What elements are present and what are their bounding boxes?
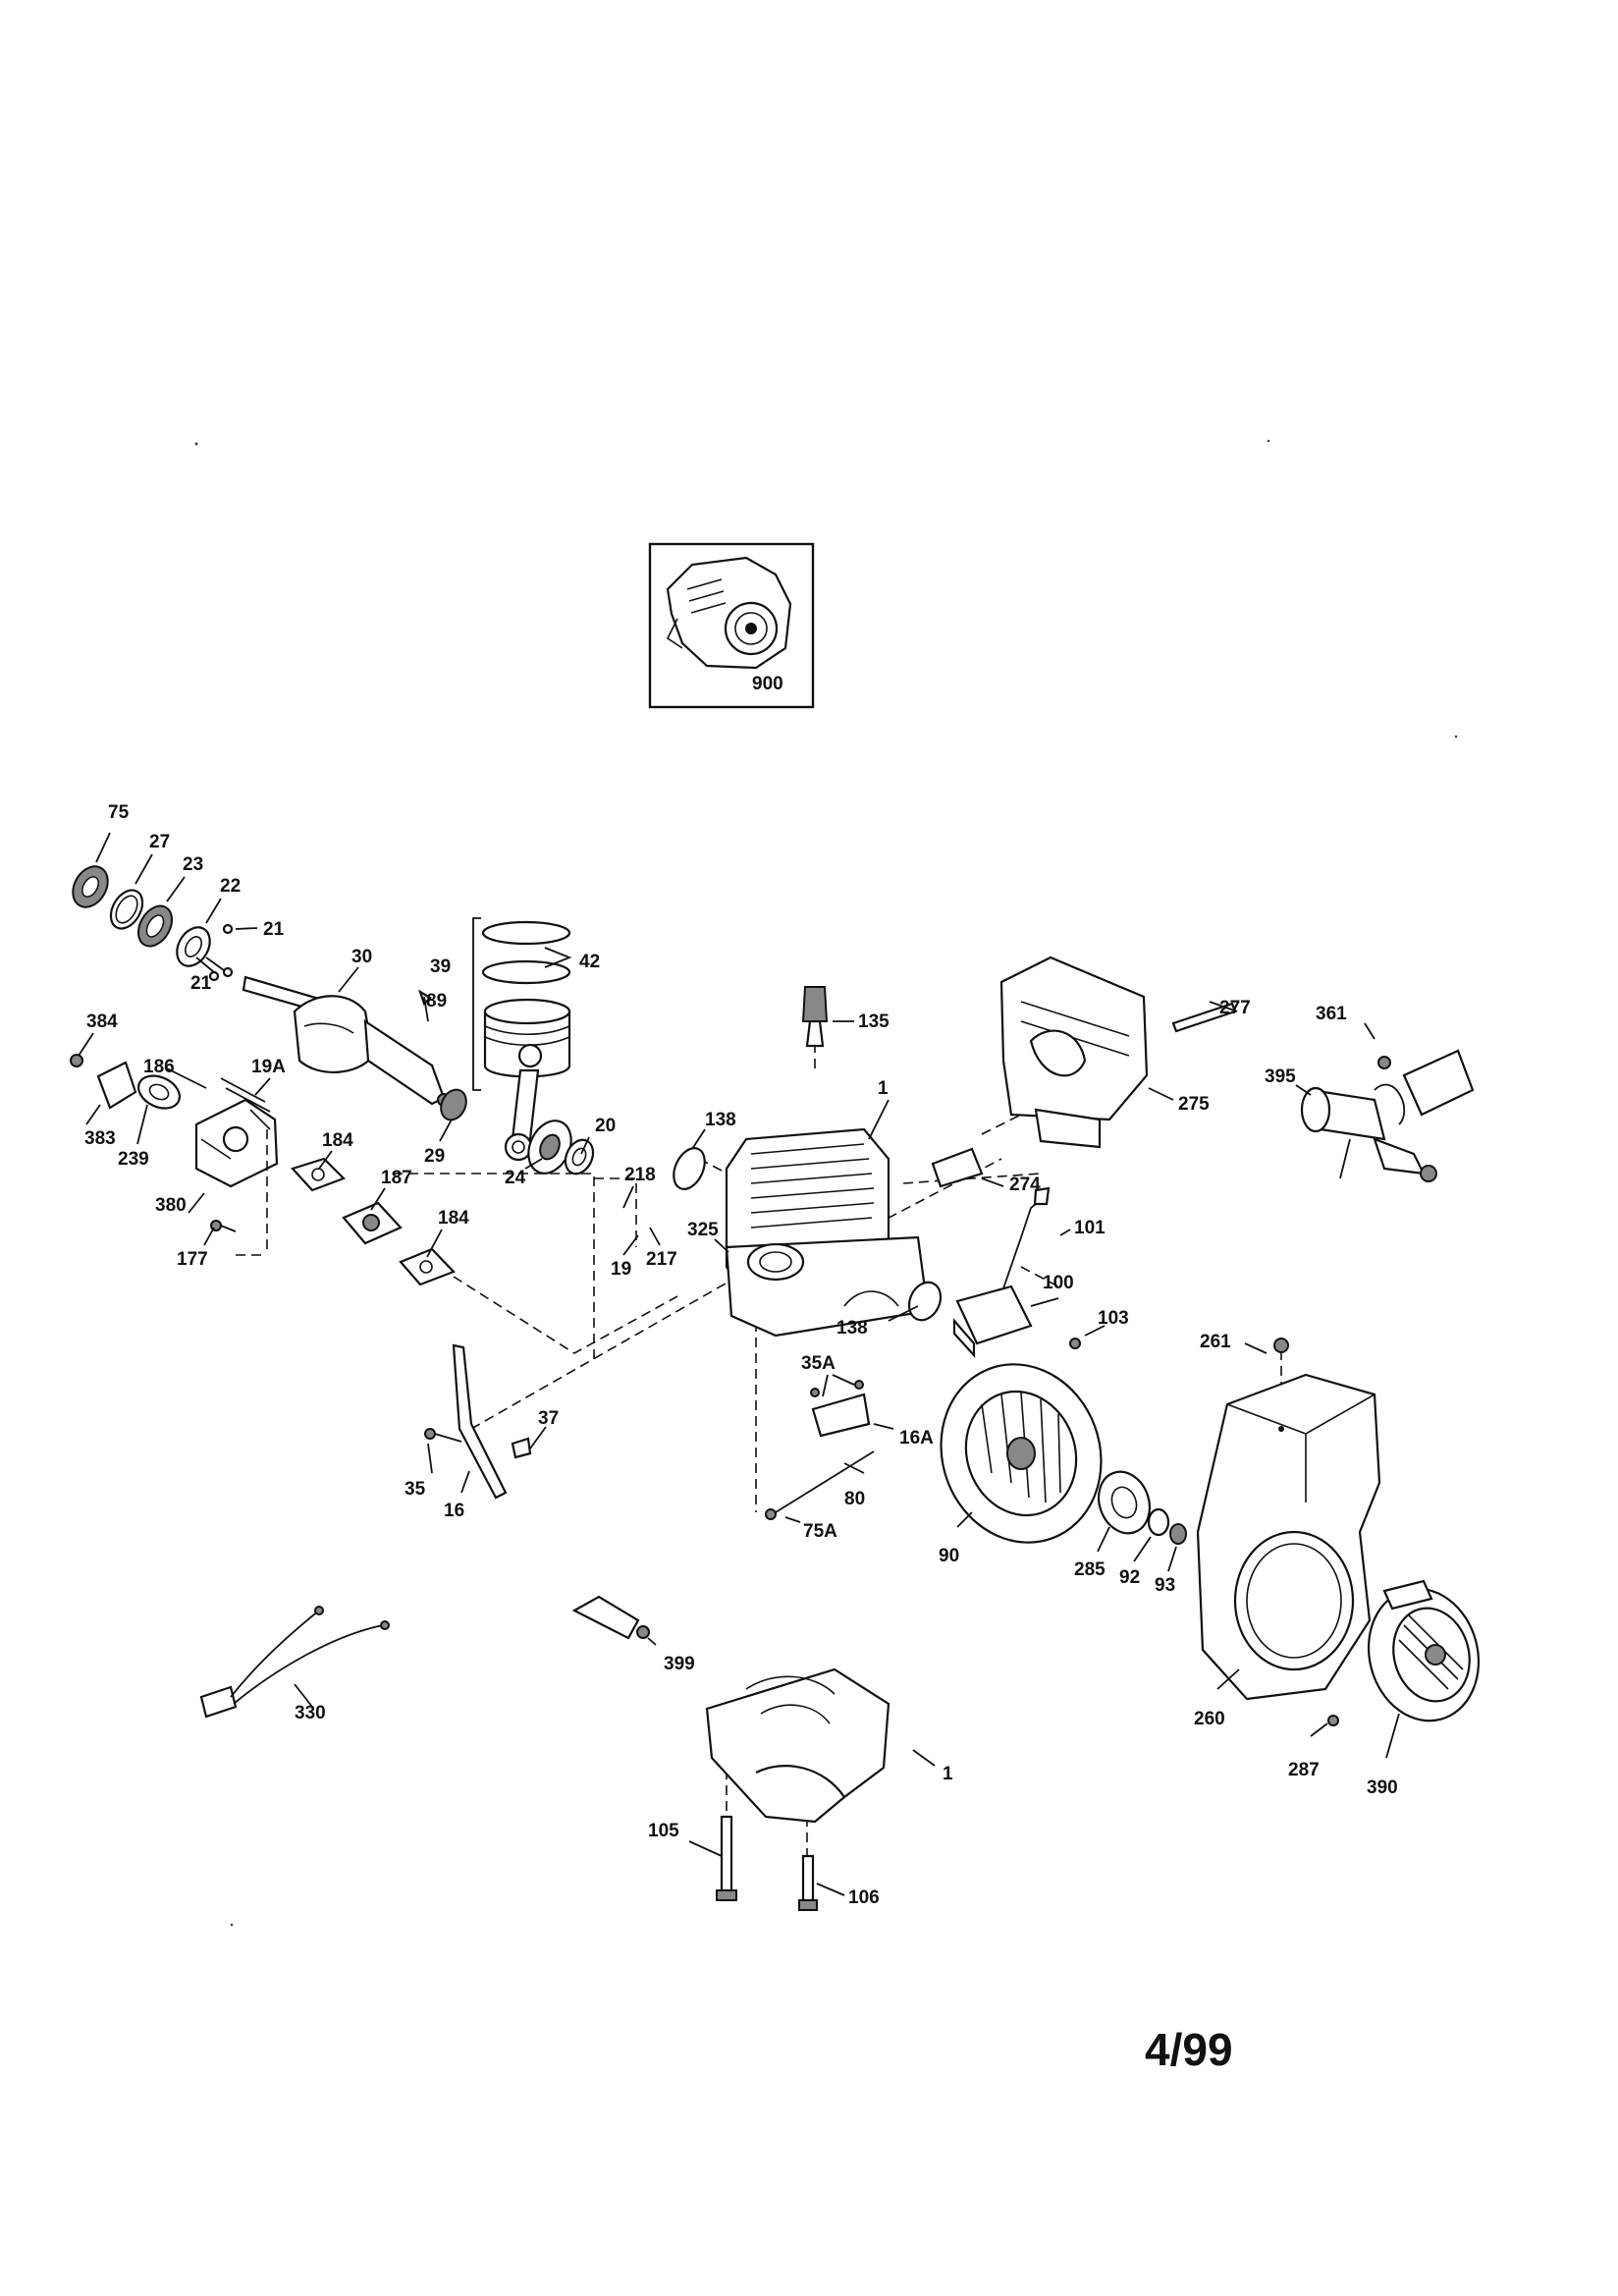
callout-330: 330: [295, 1703, 326, 1723]
callout-383: 383: [84, 1128, 116, 1149]
callout-1-cylinder: 1: [878, 1078, 889, 1099]
callout-27: 27: [149, 832, 170, 852]
callout-395: 395: [1265, 1066, 1296, 1087]
callout-39: 39: [430, 957, 451, 977]
sealant-tube: [571, 1595, 650, 1640]
callout-184-upper: 184: [322, 1130, 353, 1151]
callout-217: 217: [646, 1249, 677, 1270]
callout-16A: 16A: [899, 1428, 934, 1449]
intake-gaskets: [291, 1157, 456, 1286]
callout-900: 900: [752, 674, 783, 694]
callout-93: 93: [1155, 1575, 1175, 1596]
callout-29: 29: [424, 1146, 445, 1167]
callout-277: 277: [1219, 998, 1251, 1018]
callout-184-lower: 184: [438, 1208, 469, 1229]
governor-parts: [765, 1380, 875, 1520]
callout-186: 186: [143, 1057, 175, 1077]
callout-19: 19: [611, 1259, 631, 1280]
callout-37: 37: [538, 1408, 559, 1429]
callout-135: 135: [858, 1011, 890, 1032]
scan-specks: [194, 439, 1458, 1927]
engine-block: [673, 986, 943, 1338]
callout-42: 42: [579, 952, 600, 972]
callout-239: 239: [118, 1149, 149, 1170]
callout-35A: 35A: [801, 1353, 836, 1374]
callout-75A: 75A: [803, 1521, 837, 1542]
recoil-starter: [1327, 1579, 1481, 1726]
callout-labels: 75 27 23 22 21 21 30 39 42 89 384 186 19…: [84, 802, 1398, 1908]
callout-287: 287: [1288, 1760, 1320, 1780]
callout-138-upper: 138: [705, 1110, 736, 1130]
small-bearings: [440, 1088, 595, 1175]
callout-20: 20: [595, 1116, 616, 1136]
callout-100: 100: [1043, 1273, 1074, 1293]
callout-89: 89: [426, 991, 447, 1011]
callout-285: 285: [1074, 1559, 1106, 1580]
callout-361: 361: [1316, 1004, 1347, 1024]
throttle-lever: [424, 1343, 532, 1500]
leader-lines: [78, 832, 1400, 1896]
callout-22: 22: [220, 876, 241, 897]
callout-101: 101: [1074, 1218, 1106, 1238]
callout-103: 103: [1098, 1308, 1129, 1329]
callout-384: 384: [86, 1011, 118, 1032]
callout-1-crankcase: 1: [943, 1764, 953, 1784]
ignition-module: [952, 1186, 1081, 1358]
callout-90: 90: [939, 1546, 959, 1566]
carburetor-parts: [70, 1054, 279, 1232]
inset-engine-assembly: 900: [648, 542, 815, 709]
callout-177: 177: [177, 1249, 208, 1270]
crankshaft: [242, 975, 451, 1107]
muffler: [931, 956, 1237, 1188]
callout-105: 105: [648, 1821, 679, 1841]
callout-75: 75: [108, 802, 130, 823]
electric-starter: [1300, 1049, 1475, 1182]
blower-housing: [1196, 1338, 1381, 1701]
callout-24: 24: [505, 1168, 526, 1188]
callout-30: 30: [351, 947, 372, 967]
callout-138-lower: 138: [836, 1318, 868, 1339]
wire-harness: [199, 1606, 390, 1719]
seal-bearing-stack: [72, 865, 234, 982]
starter-cup-hardware: [1097, 1470, 1187, 1545]
callout-16: 16: [444, 1501, 464, 1521]
callout-35: 35: [404, 1479, 426, 1500]
callout-19A: 19A: [251, 1057, 286, 1077]
assembly-lines: [236, 1011, 1282, 1856]
lower-crankcase: [705, 1667, 890, 1911]
callout-218: 218: [624, 1165, 656, 1185]
flywheel: [940, 1363, 1103, 1544]
callout-390: 390: [1367, 1777, 1398, 1798]
callout-92: 92: [1119, 1567, 1140, 1588]
callout-23: 23: [183, 854, 203, 875]
callout-399: 399: [664, 1654, 695, 1674]
callout-106: 106: [848, 1887, 880, 1908]
callout-275: 275: [1178, 1094, 1210, 1115]
callout-21-lower: 21: [190, 973, 212, 994]
callout-21-upper: 21: [263, 919, 285, 940]
callout-80: 80: [844, 1489, 865, 1509]
callout-187: 187: [381, 1168, 412, 1188]
callout-274: 274: [1009, 1175, 1041, 1195]
callout-325: 325: [687, 1220, 719, 1240]
callout-260: 260: [1194, 1709, 1225, 1729]
callout-380: 380: [155, 1195, 187, 1216]
callout-261: 261: [1200, 1332, 1231, 1352]
date-code: 4/99: [1145, 2024, 1233, 2075]
